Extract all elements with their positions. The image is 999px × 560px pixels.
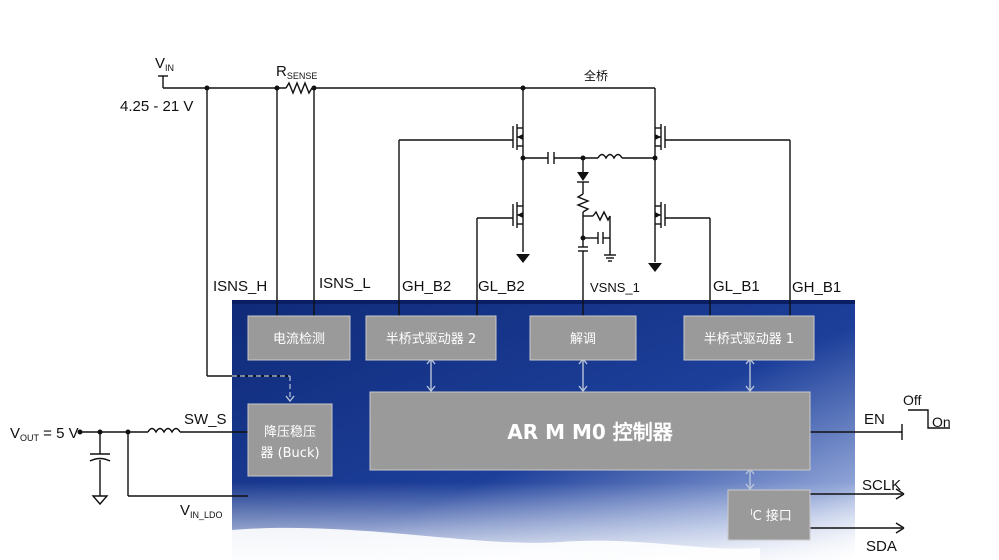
mosfet-low-left <box>512 202 523 228</box>
sda-label: SDA <box>866 538 897 555</box>
vin-ldo-label: VIN_LDO <box>180 502 223 520</box>
wires <box>77 75 950 534</box>
mosfet-high-left <box>512 124 523 150</box>
sclk-label: SCLK <box>862 477 901 494</box>
block-demod: 解调 <box>529 315 637 361</box>
full-bridge-label: 全桥 <box>584 68 608 83</box>
block-buck: 降压稳压 器 (Buck) <box>247 403 333 477</box>
isns-h-label: ISNS_H <box>213 278 267 295</box>
sw-s-label: SW_S <box>184 411 227 428</box>
block-current-sense: 电流检测 <box>247 315 351 361</box>
vout-label: VOUT = 5 V <box>10 425 79 443</box>
block-controller: AR M M0 控制器 <box>369 391 811 471</box>
svg-text:AR M M0 控制器: AR M M0 控制器 <box>507 420 673 444</box>
svg-text:解调: 解调 <box>570 332 596 347</box>
block-half-bridge-2: 半桥式驱动器 2 <box>365 315 497 361</box>
vin-label: VIN <box>155 55 174 73</box>
gl-b2-label: GL_B2 <box>478 278 525 295</box>
vin-range: 4.25 - 21 V <box>120 98 193 115</box>
svg-text:器 (Buck): 器 (Buck) <box>260 446 319 461</box>
isns-l-label: ISNS_L <box>319 275 371 292</box>
mosfet-high-right <box>655 124 666 150</box>
gh-b1-label: GH_B1 <box>792 279 841 296</box>
block-half-bridge-1: 半桥式驱动器 1 <box>683 315 815 361</box>
internal-arrows <box>232 357 755 491</box>
mosfet-low-right <box>655 202 666 228</box>
rsense-label: RSENSE <box>276 63 317 81</box>
gh-b2-label: GH_B2 <box>402 278 451 295</box>
vsns-1-label: VSNS_1 <box>590 280 640 295</box>
signal-labels: VIN 4.25 - 21 V RSENSE 全桥 ISNS_H ISNS_L … <box>10 55 951 555</box>
block-i2c: IC 接口 <box>727 489 811 541</box>
svg-text:降压稳压: 降压稳压 <box>264 424 316 440</box>
svg-text:IC 接口: IC 接口 <box>750 508 792 524</box>
on-label: On <box>932 414 951 430</box>
en-label: EN <box>864 411 885 428</box>
svg-text:半桥式驱动器 1: 半桥式驱动器 1 <box>704 332 794 347</box>
svg-text:电流检测: 电流检测 <box>273 332 325 347</box>
svg-text:半桥式驱动器 2: 半桥式驱动器 2 <box>386 332 476 347</box>
gl-b1-label: GL_B1 <box>713 278 760 295</box>
off-label: Off <box>903 392 922 408</box>
